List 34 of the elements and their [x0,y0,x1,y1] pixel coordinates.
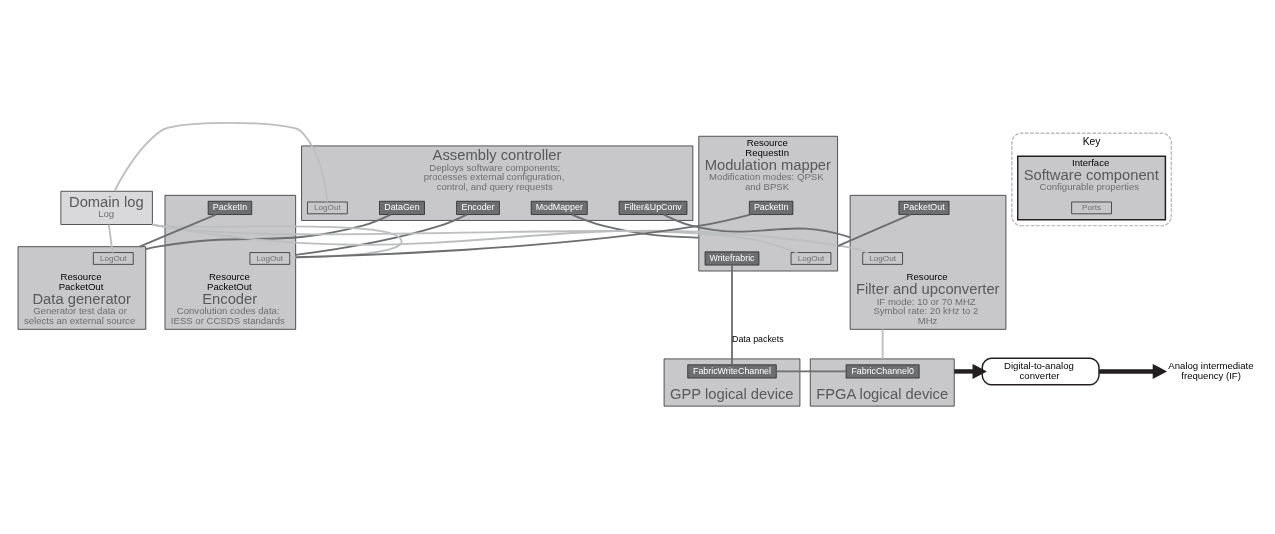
connector [662,213,852,238]
connector [731,263,733,366]
node-box: FabricChannel0 [845,363,920,378]
node-box: LogOut [92,251,134,265]
node-box: PacketOut [898,200,950,215]
connector [113,121,328,203]
node-box: PacketIn [207,200,253,215]
node-box: LogOut [862,251,903,265]
edge-label: Data packets [732,333,784,344]
arrow [1099,363,1168,379]
node-box: Filter&UpConv [618,200,688,215]
connector [775,370,847,372]
connector [881,327,884,360]
node-box: PacketIn [749,200,794,215]
connector [144,213,392,250]
node-box: LogOut [249,251,291,265]
node-box: DataGen [379,200,425,215]
node-box: Encoder [456,200,500,215]
node-box: Domain log Log [60,190,153,225]
connector [836,213,912,247]
node-box: Writefrabric [704,250,760,265]
node-box: Ports [1071,201,1112,214]
node-box: LogOut [307,201,348,214]
arrow [954,363,987,379]
node-box: FabricWriteChannel [687,363,777,378]
node-box: ModMapper [530,200,588,215]
connector [138,213,217,248]
connector [294,213,468,256]
connector [294,213,752,258]
node-box: LogOut [790,251,832,265]
connector [107,223,114,253]
node-box: Digital-to-analog converter [981,356,1100,385]
node-text: Analog intermediate frequency (IF) [1168,359,1254,381]
connector [571,213,700,238]
